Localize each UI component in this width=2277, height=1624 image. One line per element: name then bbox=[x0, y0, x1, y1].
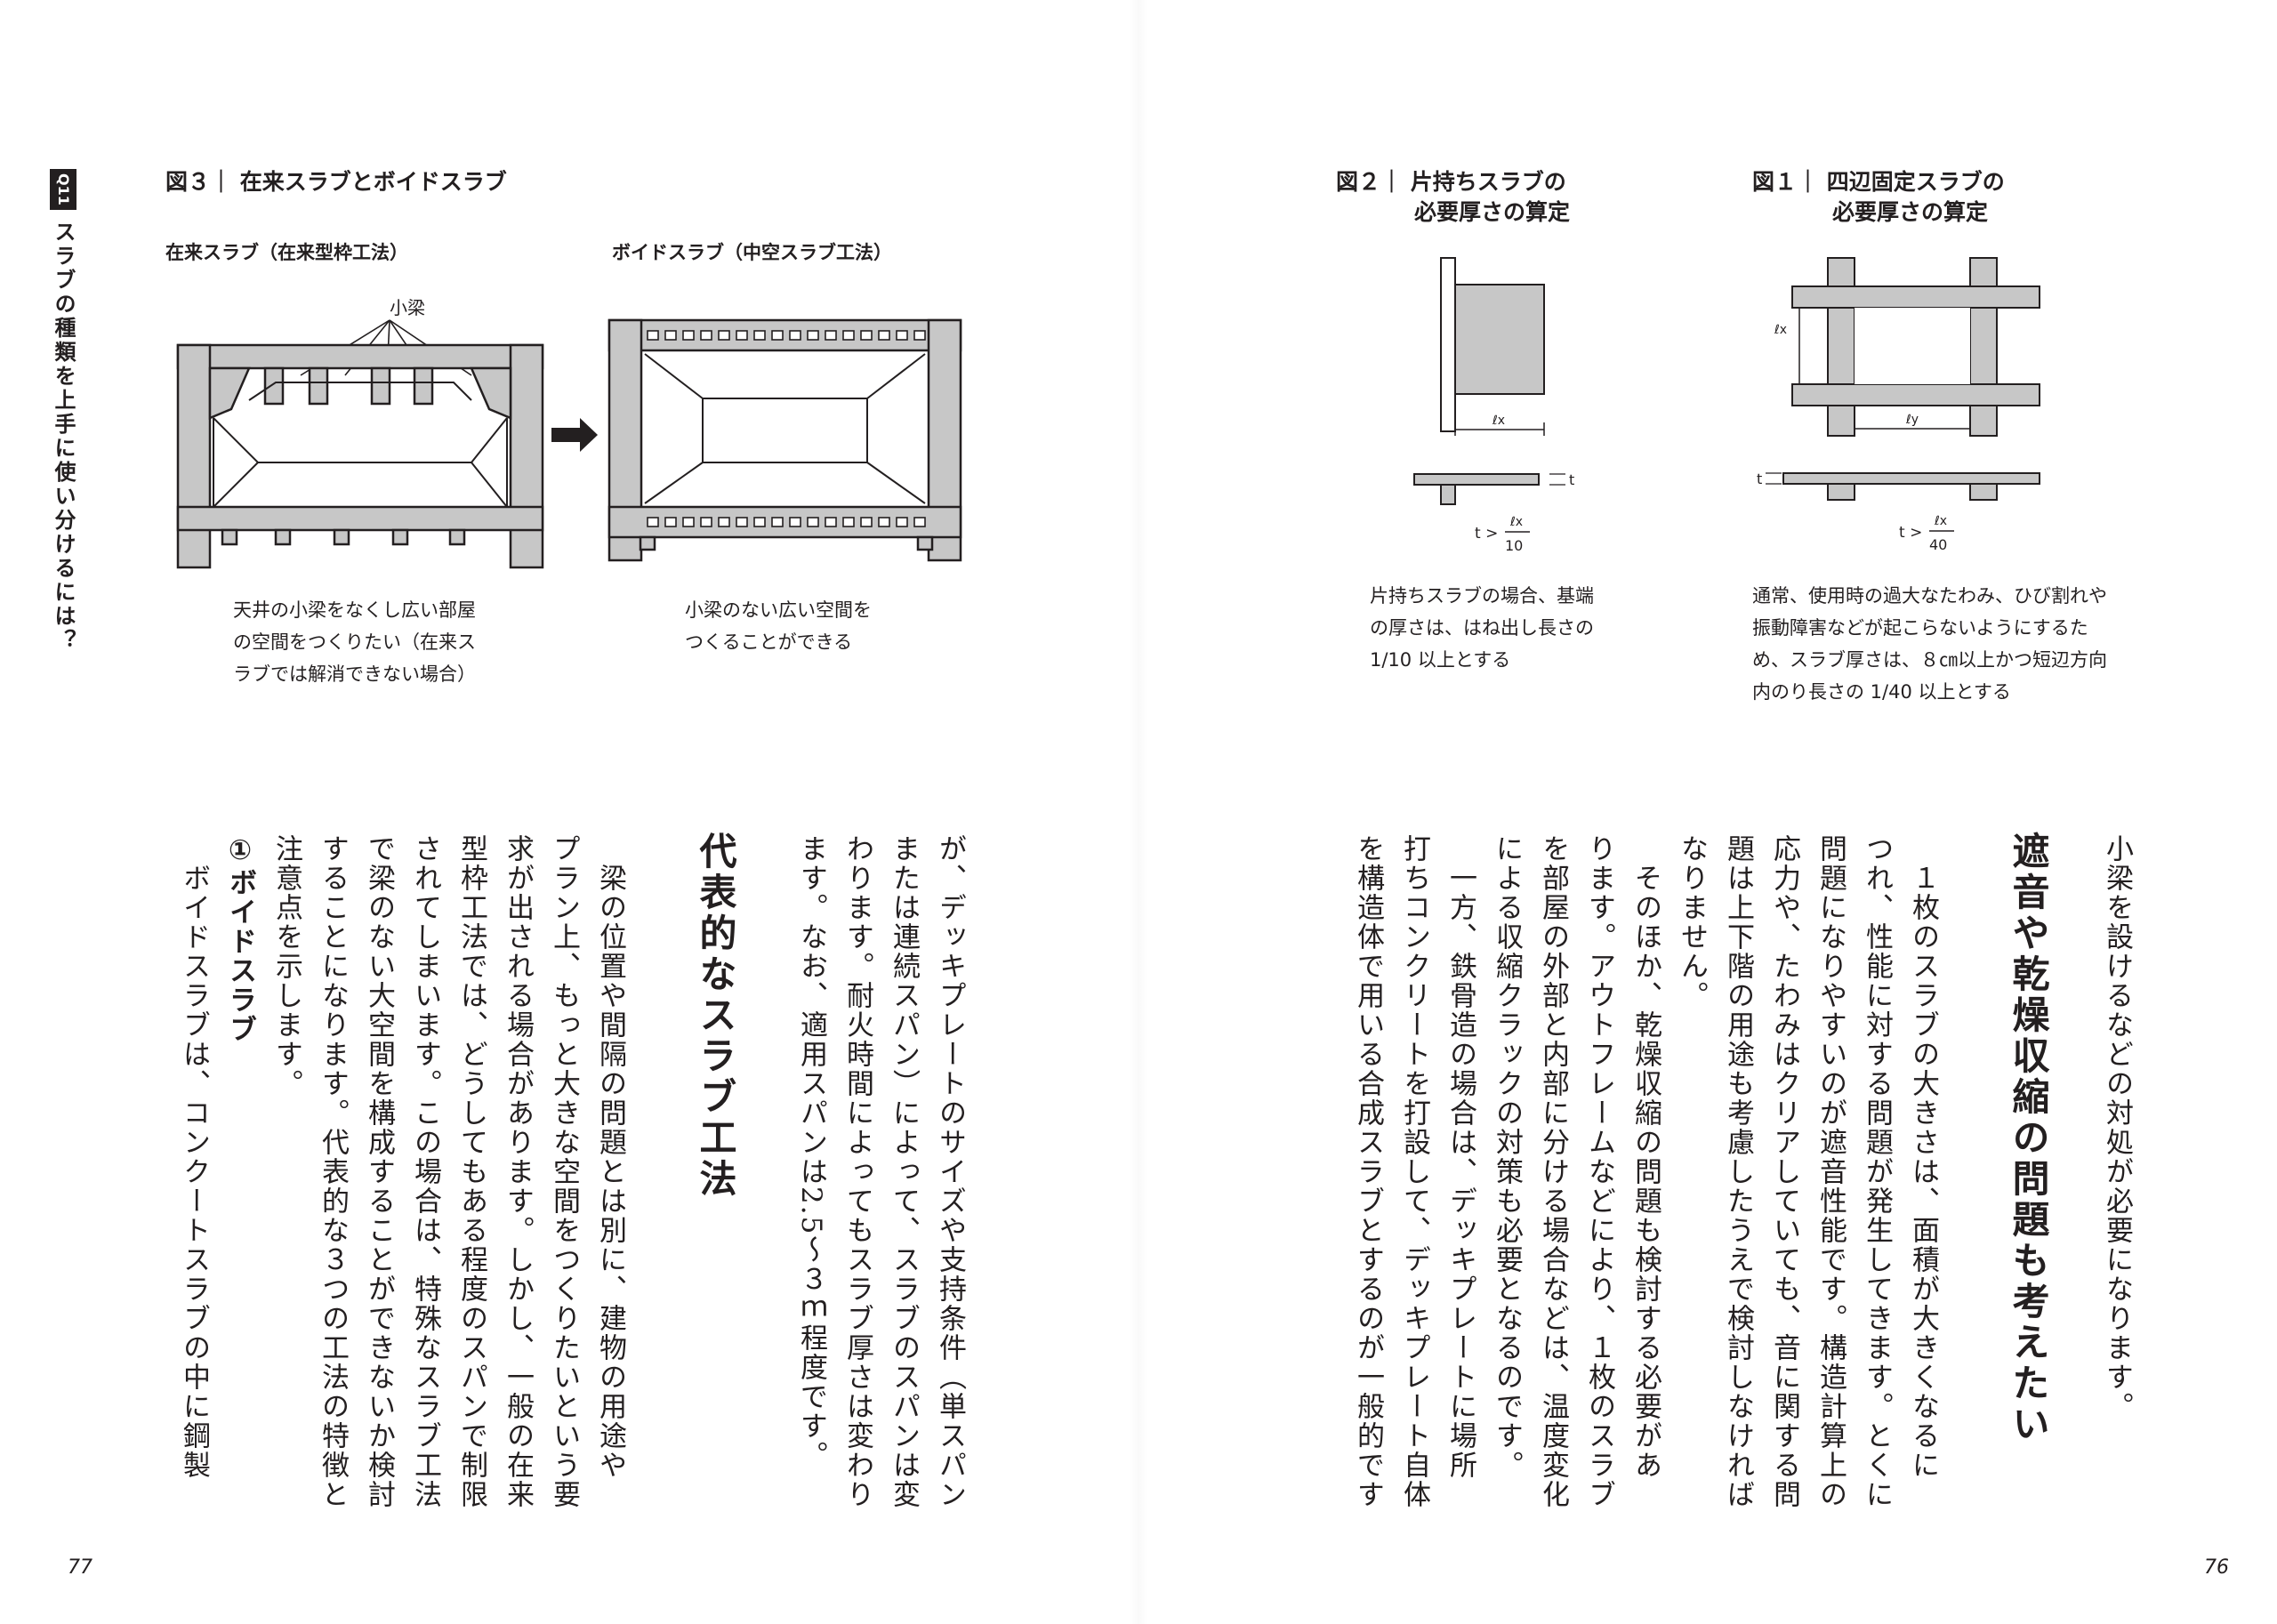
question-badge: Q11 bbox=[50, 169, 76, 210]
right-line-2: つれ、性能に対する問題が発生してきます。とくに bbox=[1861, 834, 1893, 1509]
caption-line: の空間をつくりたい（在来ス bbox=[233, 631, 476, 653]
void-hollows bbox=[647, 330, 926, 527]
left-line-8: 型枠工法では、どうしてもある程度のスパンで制限 bbox=[455, 834, 487, 1509]
page-number-right: 76 bbox=[2204, 1556, 2229, 1579]
fig2-formula-numerator: ℓx bbox=[1509, 515, 1523, 529]
caption-line: 通常、使用時の過大なたわみ、ひび割れや bbox=[1752, 585, 2107, 607]
fig1-diagram: ℓx ℓy t t > ℓx 40 bbox=[1757, 257, 2040, 553]
page-number-left: 77 bbox=[68, 1556, 93, 1579]
fig3-diagram: 小梁 bbox=[176, 297, 962, 569]
left-line-10: で梁のない大空間を構成することができないか検討 bbox=[363, 834, 395, 1509]
left-line-2: または連続スパン）によって、スラブのスパンは変 bbox=[888, 834, 920, 1509]
left-line-7: 求が出される場合があります。しかし、一般の在来 bbox=[502, 834, 534, 1509]
left-line-5: 梁の位置や間隔の問題とは別に、建物の用途や bbox=[594, 834, 626, 1480]
caption-line: 1/10 以上とする bbox=[1370, 649, 1511, 671]
fig1-formula-t: t > bbox=[1899, 524, 1922, 542]
fig3-beam-label: 小梁 bbox=[390, 297, 425, 318]
right-line-10: による収縮クラックの対策も必要となるのです。 bbox=[1491, 834, 1523, 1480]
right-line-9: を部屋の外部と内部に分ける場合などは、温度変化 bbox=[1537, 834, 1569, 1509]
caption-line: ラブでは解消できない場合） bbox=[233, 663, 476, 685]
right-line-3: 問題になりやすいのが遮音性能です。構造計算上の bbox=[1814, 834, 1847, 1509]
side-tab-title: スラブの種類を上手に使い分けるには？ bbox=[51, 221, 76, 653]
arrow-icon bbox=[551, 418, 598, 452]
fig3-void-label: ボイドスラブ（中空スラブ工法） bbox=[612, 242, 892, 263]
fig1-t-label: t bbox=[1757, 470, 1762, 487]
caption-line: め、スラブ厚さは、８㎝以上かつ短辺方向 bbox=[1752, 649, 2107, 671]
right-line-13: を構造体で用いる合成スラブとするのが一般的です bbox=[1352, 834, 1384, 1509]
right-line-4: 応力や、たわみはクリアしていても、音に関する問 bbox=[1768, 834, 1800, 1509]
left-section-heading: 代表的なスラブ工法 bbox=[694, 832, 737, 1200]
fig2-formula-denominator: 10 bbox=[1505, 537, 1523, 554]
caption-line: 片持ちスラブの場合、基端 bbox=[1370, 585, 1594, 607]
left-line-6: プラン上、もっと大きな空間をつくりたいという要 bbox=[548, 834, 580, 1509]
caption-line: 天井の小梁をなくし広い部屋 bbox=[233, 599, 476, 621]
caption-line: 振動障害などが起こらないようにするた bbox=[1752, 617, 2088, 639]
right-section-heading: 遮音や乾燥収縮の問題も考えたい bbox=[2007, 832, 2050, 1445]
right-line-12: 打ちコンクリートを打設して、デッキプレート自体 bbox=[1398, 834, 1430, 1509]
fig1-lx-label: ℓx bbox=[1774, 323, 1787, 337]
left-line-12: 注意点を示します。 bbox=[270, 834, 302, 1098]
fig3-title: 図３｜ 在来スラブとボイドスラブ bbox=[165, 169, 507, 195]
fig2-t-label: t bbox=[1569, 471, 1574, 488]
fig3-conventional-label: 在来スラブ（在来型枠工法） bbox=[165, 242, 408, 263]
caption-line: の厚さは、はね出し長さの bbox=[1370, 617, 1594, 639]
page-gutter bbox=[1130, 0, 1147, 1624]
fig2-lx-label: ℓx bbox=[1492, 414, 1505, 428]
fig2-caption: 片持ちスラブの場合、基端 の厚さは、はね出し長さの 1/10 以上とする bbox=[1370, 580, 1594, 676]
caption-line: つくることができる bbox=[685, 631, 853, 653]
left-line-9: されてしまいます。この場合は、特殊なスラブ工法 bbox=[409, 834, 441, 1509]
left-subheading: ①ボイドスラブ bbox=[224, 834, 256, 1044]
fig1-ly-label: ℓy bbox=[1905, 413, 1919, 427]
void-slab-section bbox=[607, 318, 962, 562]
right-line-1: １枚のスラブの大きさは、面積が大きくなるに bbox=[1907, 834, 1939, 1480]
fig3-conventional-caption: 天井の小梁をなくし広い部屋 の空間をつくりたい（在来ス ラブでは解消できない場合… bbox=[233, 594, 476, 690]
fig2-formula-t: t > bbox=[1475, 525, 1498, 543]
fig1-title-line1: 図１｜ 四辺固定スラブの bbox=[1752, 169, 2005, 195]
left-line-11: することになります。代表的な３つの工法の特徴と bbox=[317, 834, 349, 1509]
fig2-title-line1: 図２｜ 片持ちスラブの bbox=[1336, 169, 1566, 195]
fig2-diagram: ℓx t t > ℓx 10 bbox=[1413, 257, 1574, 554]
fig1-title-line2: 必要厚さの算定 bbox=[1832, 199, 1989, 225]
caption-line: 小梁のない広い空間を bbox=[685, 599, 872, 621]
right-line-11: 一方、鉄骨造の場合は、デッキプレートに場所 bbox=[1444, 834, 1476, 1480]
left-line-3: わります。耐火時間によってもスラブ厚さは変わり bbox=[841, 834, 873, 1509]
fig3-void-caption: 小梁のない広い空間を つくることができる bbox=[685, 594, 872, 658]
fig1-formula-numerator: ℓx bbox=[1934, 514, 1947, 528]
left-line-13: ボイドスラブは、コンクートスラブの中に鋼製 bbox=[178, 834, 210, 1480]
right-line-8: ります。アウトフレームなどにより、１枚のスラブ bbox=[1583, 834, 1615, 1509]
left-line-1: が、デッキプレートのサイズや支持条件（単スパン bbox=[934, 834, 966, 1509]
right-line-7: そのほか、乾燥収縮の問題も検討する必要があ bbox=[1629, 834, 1661, 1480]
conventional-slab-section bbox=[176, 343, 544, 569]
fig1-caption: 通常、使用時の過大なたわみ、ひび割れや 振動障害などが起こらないようにするた め… bbox=[1752, 580, 2107, 708]
right-line-5: 題は上下階の用途も考慮したうえで検討しなければ bbox=[1722, 834, 1754, 1509]
right-line-6: なりません。 bbox=[1676, 834, 1708, 1010]
fig2-title-line2: 必要厚さの算定 bbox=[1414, 199, 1571, 225]
right-col-continuation: 小梁を設けるなどの対処が必要になります。 bbox=[2101, 834, 2133, 1421]
fig1-formula-denominator: 40 bbox=[1929, 536, 1947, 553]
caption-line: 内のり長さの 1/40 以上とする bbox=[1752, 681, 2011, 703]
left-line-4: ます。なお、適用スパンは2.5〜３ｍ程度です。 bbox=[795, 834, 827, 1471]
